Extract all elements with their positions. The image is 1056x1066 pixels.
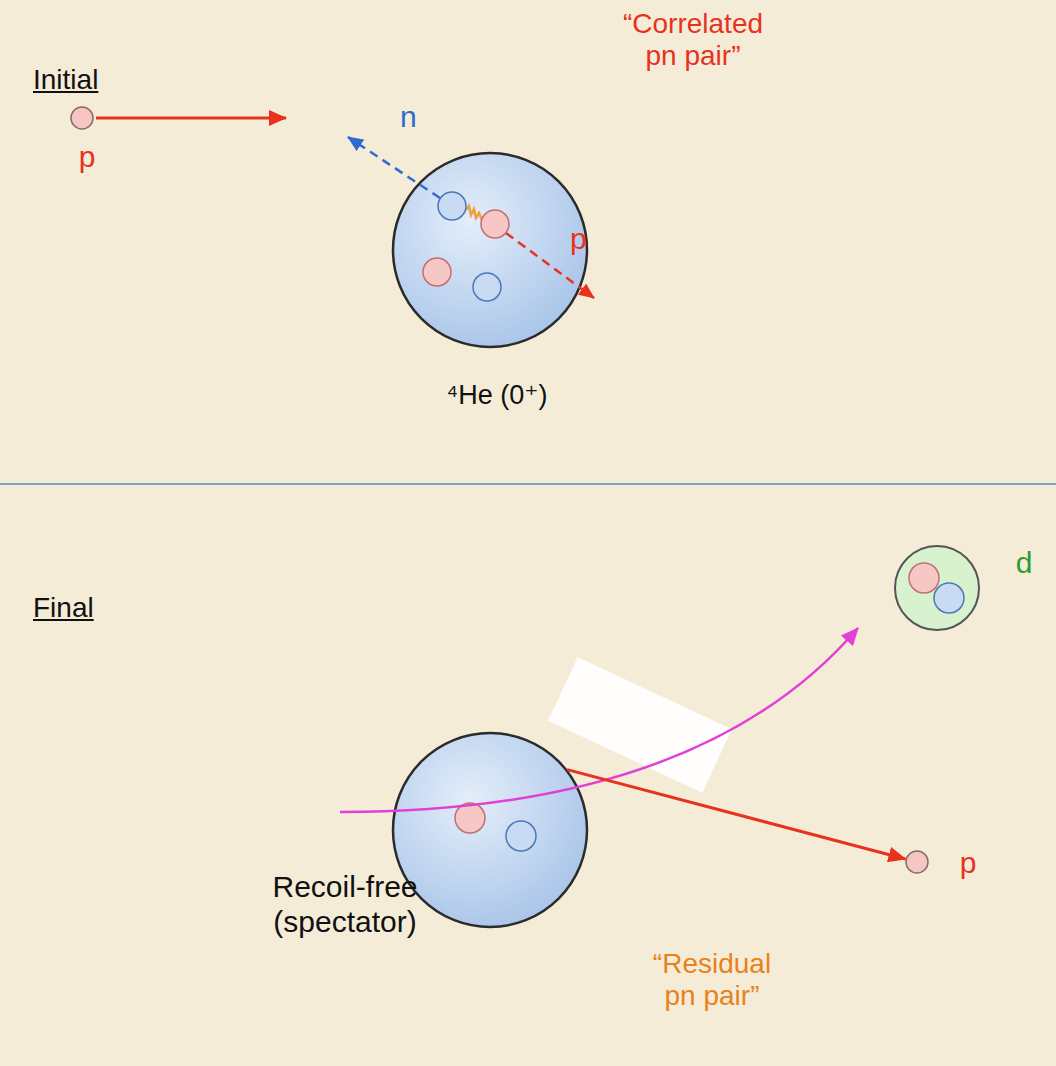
node-note: “Residual pn pair” [640, 948, 785, 1012]
nucleus-circle-outline [392, 152, 588, 348]
node-label: p [948, 846, 988, 881]
particle-label: p [570, 222, 600, 257]
neutron-ball [473, 273, 501, 301]
deuteron-trajectory [340, 628, 858, 812]
proton-ball [906, 851, 928, 873]
deuteron-circle [895, 546, 979, 630]
node-label: p [65, 140, 109, 175]
proton-ball [423, 258, 451, 286]
proton-ball [455, 803, 485, 833]
proton-ball [909, 563, 939, 593]
node-label: d [1004, 546, 1044, 581]
connector-layer [567, 770, 905, 859]
pair-spring [466, 206, 482, 220]
proton-ball: p [70, 106, 94, 130]
nucleus-circle [393, 153, 587, 347]
proton-ball-outline [70, 106, 94, 130]
panel-heading: Initial [33, 64, 153, 96]
node-label: Recoil-free (spectator) [233, 870, 458, 939]
callout-text: “Correlated pn pair” [610, 8, 776, 72]
connector-arrow [567, 770, 905, 859]
node-label: ⁴He (0⁺) [397, 380, 597, 411]
proton-ball [71, 107, 93, 129]
nucleus-circle [393, 733, 587, 927]
panel-heading: Final [33, 592, 153, 624]
neutron-ball [438, 192, 466, 220]
particle-label: n [400, 100, 430, 135]
proton-ball: p [905, 850, 929, 874]
nucleus-circle: Recoil-free (spectator)“Residual pn pair… [392, 732, 588, 928]
divider-line [0, 483, 1056, 485]
knockout-gap [548, 657, 732, 792]
deuteron-circle: d [894, 545, 980, 631]
beam-arrow [96, 117, 286, 120]
deuteron-circle-outline [894, 545, 980, 631]
proton-ball-outline [905, 850, 929, 874]
nucleus-circle-outline [392, 732, 588, 928]
nucleus-circle: ⁴He (0⁺) [392, 152, 588, 348]
proton-ball [481, 210, 509, 238]
neutron-dashed-arrow [348, 137, 440, 198]
neutron-ball [934, 583, 964, 613]
neutron-ball [506, 821, 536, 851]
